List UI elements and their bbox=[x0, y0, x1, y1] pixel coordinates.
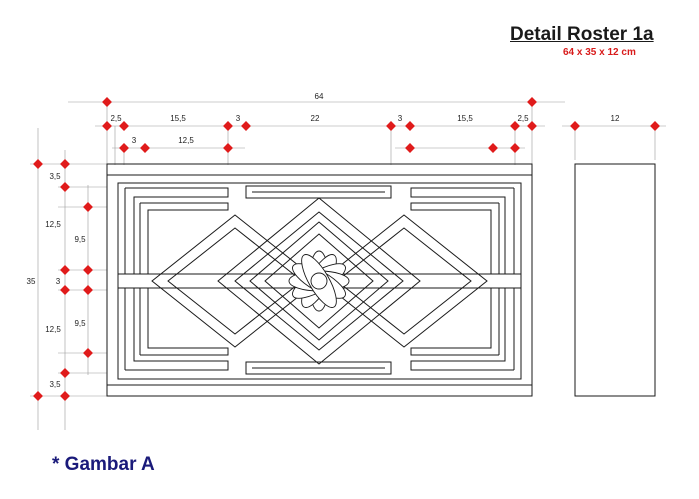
dim-second-2: 12,5 bbox=[178, 136, 194, 145]
dim-left-4: 12,5 bbox=[45, 325, 61, 334]
dim-inner-1: 9,5 bbox=[74, 235, 86, 244]
drawing-size: 64 x 35 x 12 cm bbox=[563, 47, 636, 58]
dim-second-1: 3 bbox=[132, 136, 137, 145]
dimension-markers bbox=[33, 97, 660, 401]
dim-top-3: 3 bbox=[236, 114, 241, 123]
dim-overall-height: 35 bbox=[27, 277, 36, 286]
roster-side-view bbox=[574, 163, 656, 397]
dim-top-5: 3 bbox=[398, 114, 403, 123]
dim-top-1: 2,5 bbox=[110, 114, 122, 123]
figure-caption: * Gambar A bbox=[52, 454, 155, 475]
dim-left-5: 3,5 bbox=[49, 380, 61, 389]
dim-top-2: 15,5 bbox=[170, 114, 186, 123]
rosette-ornament bbox=[288, 250, 350, 312]
dimension-labels: 64 2,5 15,5 3 22 3 15,5 2,5 3 12,5 12 35… bbox=[27, 92, 620, 389]
dim-left-1: 3,5 bbox=[49, 172, 61, 181]
dim-top-4: 22 bbox=[311, 114, 320, 123]
dim-left-3: 3 bbox=[56, 277, 61, 286]
dim-depth: 12 bbox=[611, 114, 620, 123]
dim-top-7: 2,5 bbox=[517, 114, 529, 123]
dim-left-2: 12,5 bbox=[45, 220, 61, 229]
roster-front-view bbox=[106, 163, 533, 397]
dim-top-6: 15,5 bbox=[457, 114, 473, 123]
drawing-title: Detail Roster 1a bbox=[510, 24, 654, 45]
dim-inner-2: 9,5 bbox=[74, 319, 86, 328]
dim-overall-width: 64 bbox=[315, 92, 324, 101]
